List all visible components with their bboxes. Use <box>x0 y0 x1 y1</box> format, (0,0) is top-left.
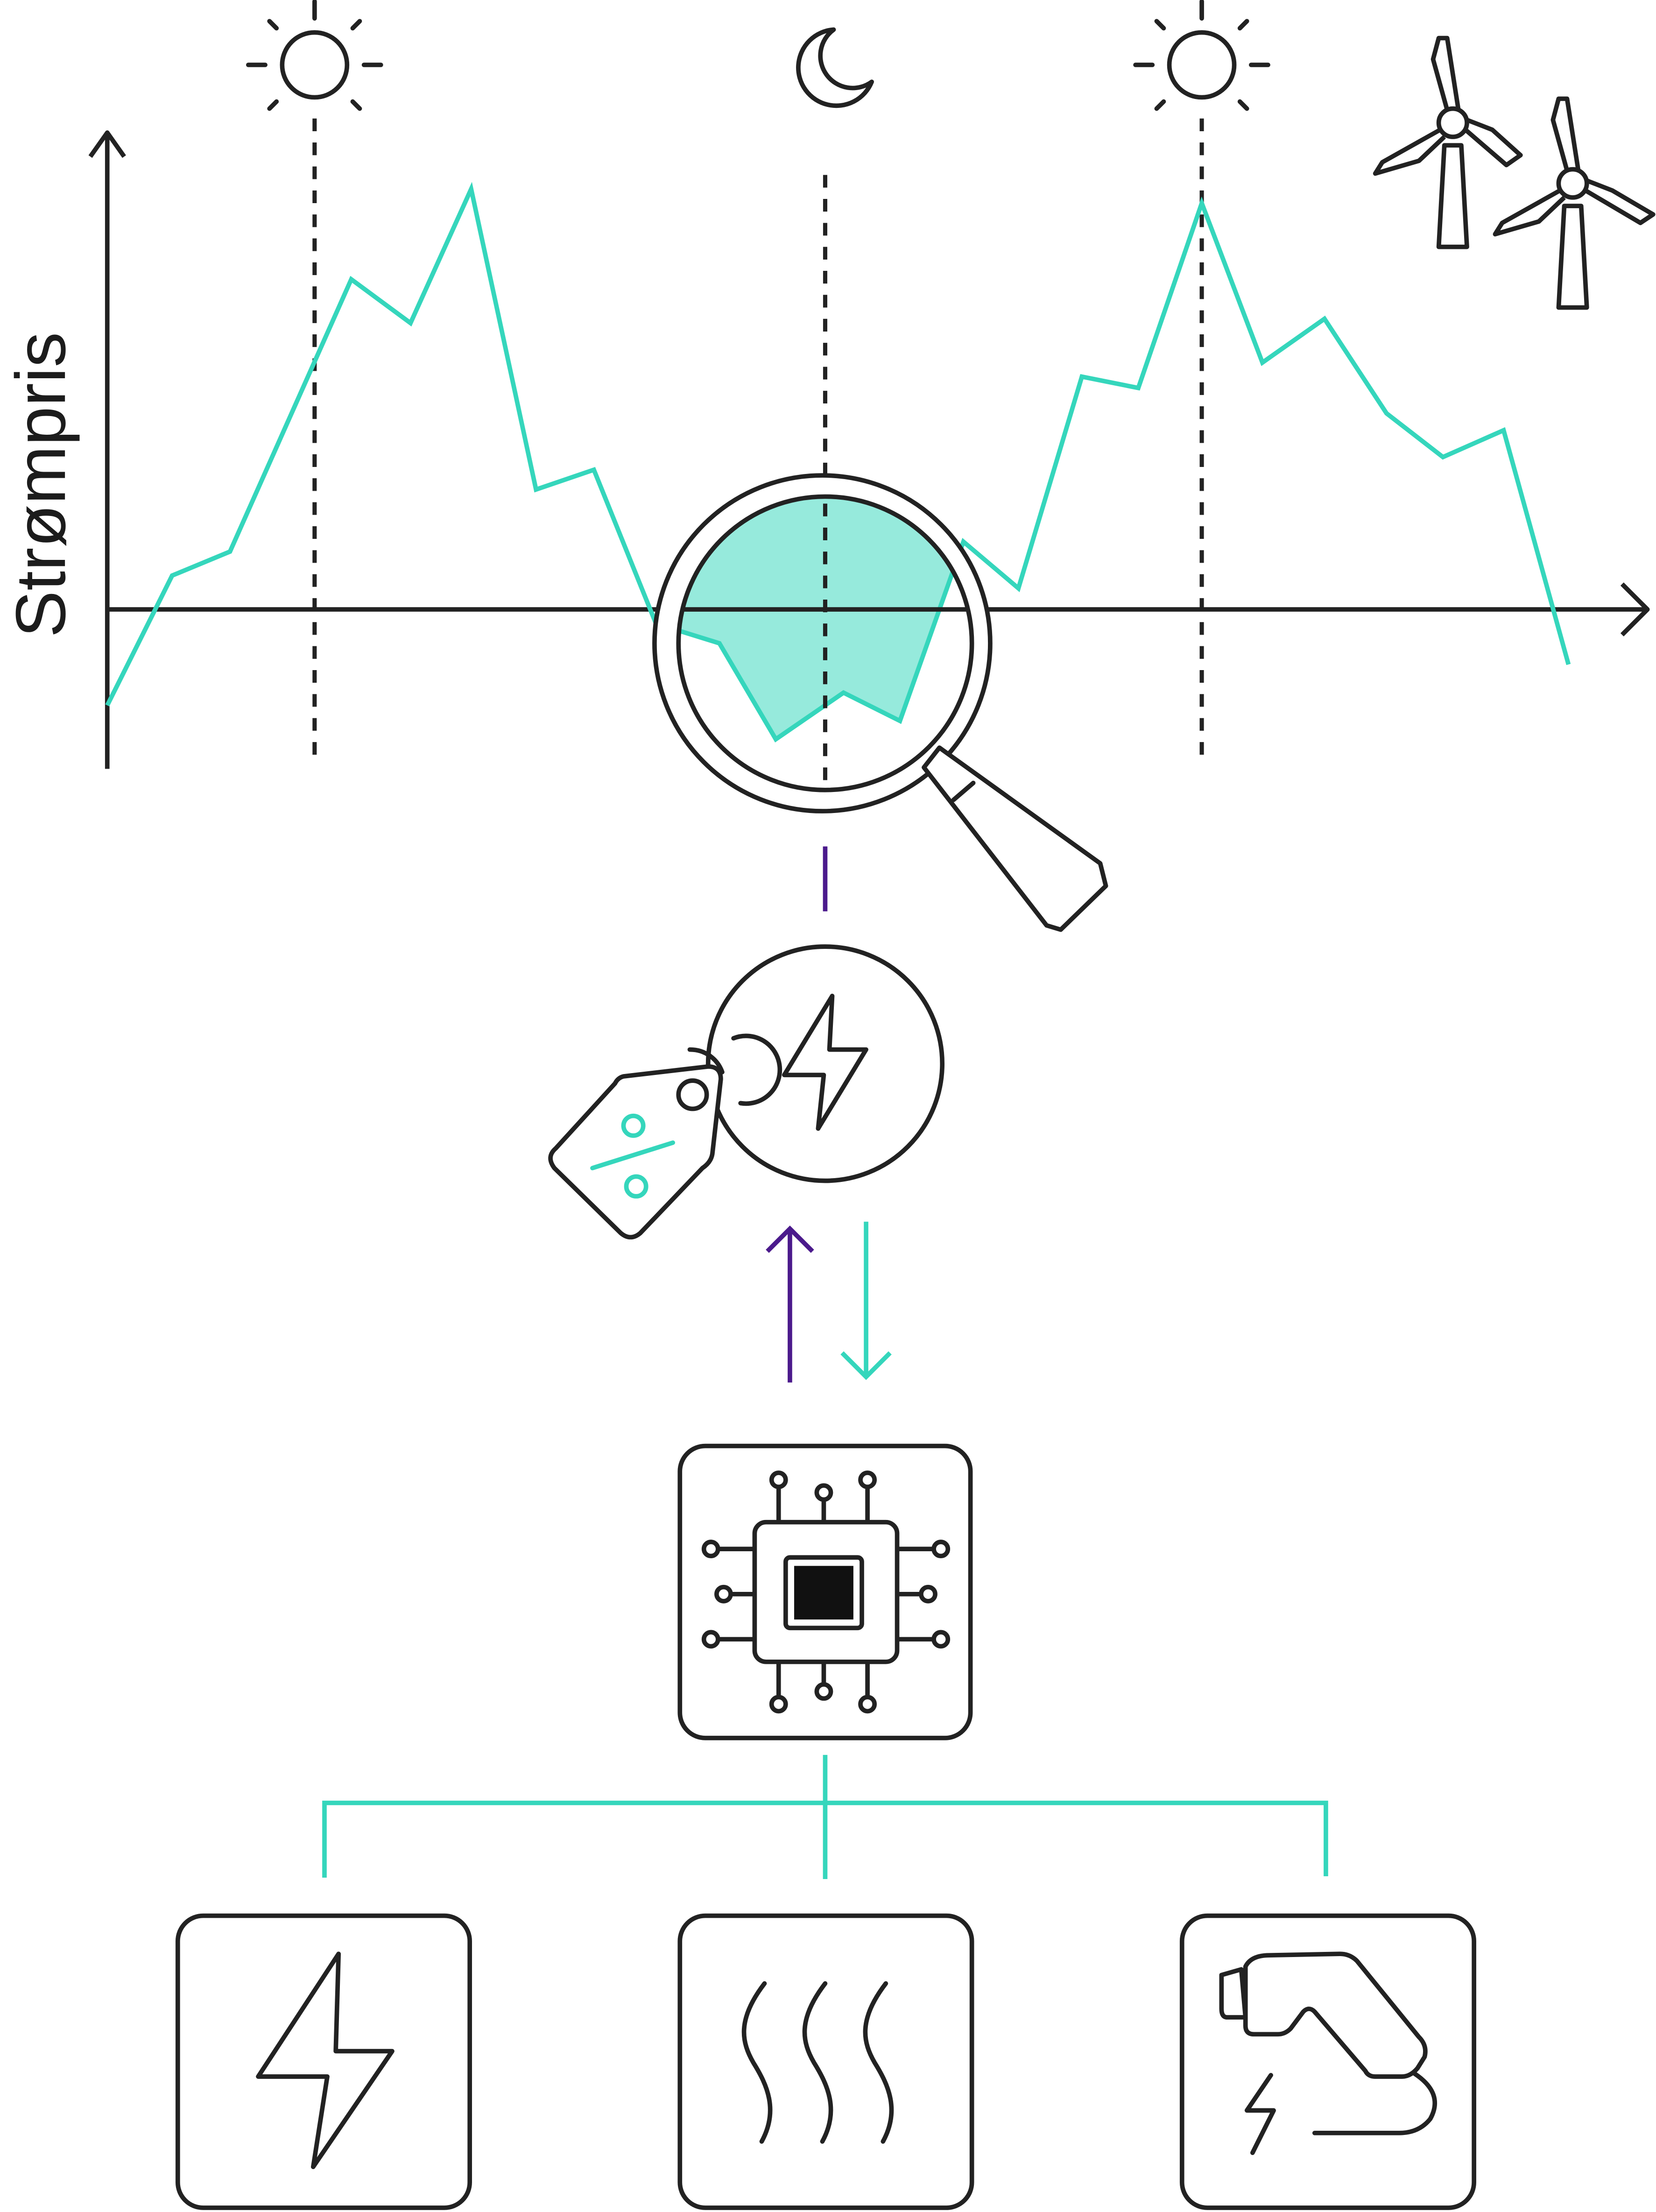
arrow-up-purple <box>766 1225 814 1383</box>
arrow-down-teal <box>840 1222 892 1380</box>
magnifier-icon <box>652 473 1108 932</box>
price-chart: Strømpris <box>1 0 1656 932</box>
x-axis-arrow <box>1620 582 1650 636</box>
lightning-circle-icon <box>705 944 945 1183</box>
y-axis-arrow <box>88 130 126 158</box>
y-axis-label: Strømpris <box>1 332 80 637</box>
wind-turbines-icon <box>1373 35 1656 310</box>
heat-waves-icon <box>677 1913 974 2210</box>
chip-icon <box>677 1443 973 1740</box>
price-tag-percent-icon <box>548 1033 782 1240</box>
distribution-lines <box>322 1755 1328 1880</box>
sun-icon <box>246 0 383 111</box>
ev-charger-icon <box>1179 1913 1476 2210</box>
sun-icon <box>1133 0 1270 111</box>
moon-icon <box>796 27 874 108</box>
lightning-icon <box>175 1913 472 2210</box>
